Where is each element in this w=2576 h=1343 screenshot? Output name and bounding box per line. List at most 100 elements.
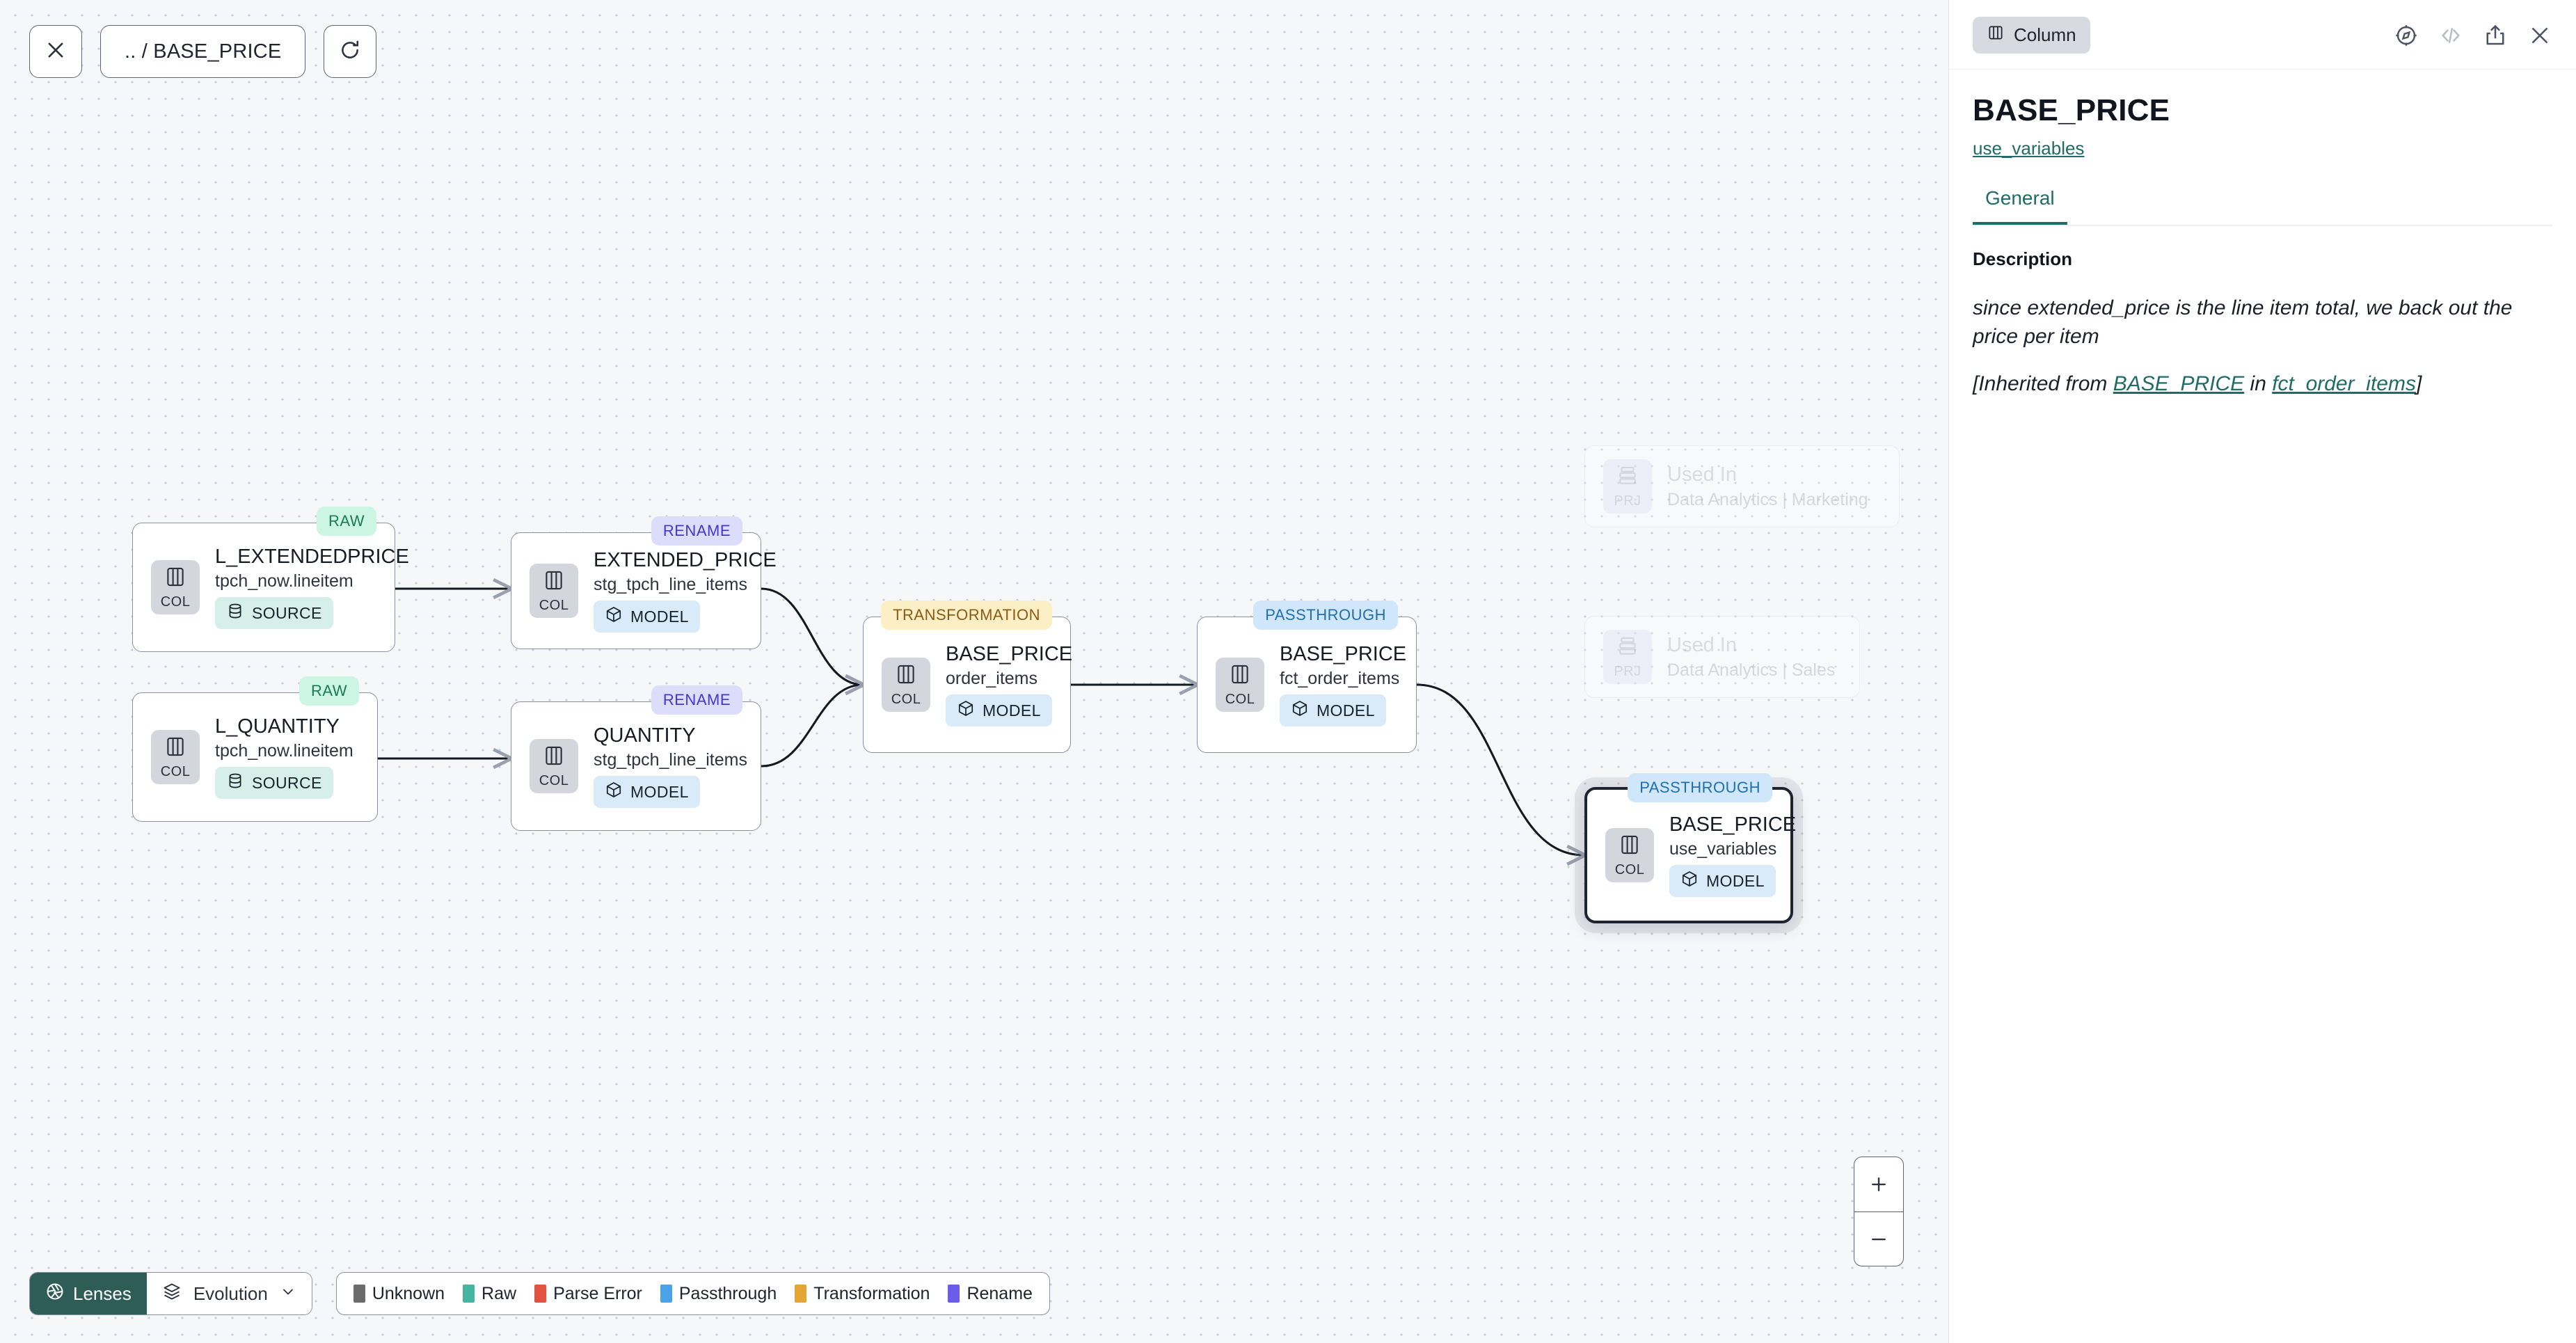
column-icon	[542, 569, 566, 596]
chevron-down-icon	[280, 1283, 296, 1305]
node-tag-rename: RENAME	[651, 685, 742, 715]
description-text: since extended_price is the line item to…	[1973, 296, 2513, 349]
node-kind-badge: PRJ	[1603, 630, 1652, 684]
node-subtitle: tpch_now.lineitem	[215, 741, 353, 761]
inherited-note: [Inherited from BASE_PRICE in fct_order_…	[1973, 369, 2552, 398]
node-title: L_EXTENDEDPRICE	[215, 545, 409, 568]
column-icon	[164, 565, 187, 592]
cube-icon	[1680, 870, 1699, 892]
node-kind-badge: COL	[882, 658, 930, 712]
node-kind-badge: COL	[151, 730, 200, 784]
node-title: BASE_PRICE	[1669, 813, 1797, 836]
legend-item[interactable]: Passthrough	[660, 1284, 777, 1304]
legend-swatch	[353, 1285, 365, 1303]
column-icon	[894, 662, 918, 690]
close-button[interactable]	[29, 25, 82, 78]
node-type-badge: SOURCE	[215, 597, 333, 630]
node-kind-badge: PRJ	[1603, 459, 1652, 514]
column-icon	[1228, 662, 1252, 690]
evolution-dropdown[interactable]: Evolution	[146, 1273, 312, 1314]
close-icon	[44, 38, 67, 65]
entity-type-label: Column	[2014, 24, 2076, 45]
cube-icon	[605, 605, 623, 628]
legend-item[interactable]: Parse Error	[534, 1284, 642, 1304]
legend-label: Rename	[967, 1283, 1033, 1303]
node-subtitle: order_items	[946, 669, 1037, 689]
close-icon[interactable]	[2527, 23, 2552, 48]
legend-label: Passthrough	[678, 1283, 777, 1303]
legend-swatch	[463, 1285, 475, 1303]
cube-icon	[957, 699, 975, 722]
node-kind-badge: COL	[1216, 658, 1264, 712]
node-type-badge: MODEL	[1669, 865, 1776, 898]
lenses-label: Lenses	[73, 1282, 132, 1304]
panel-tabs: General	[1973, 187, 2552, 226]
node-type-badge: MODEL	[594, 601, 700, 633]
legend-label: Transformation	[813, 1283, 930, 1303]
node-kind-badge: COL	[151, 560, 200, 614]
details-panel: Column	[1948, 0, 2576, 1343]
inherited-middle: in	[2244, 372, 2273, 395]
node-tag-raw: RAW	[316, 507, 376, 536]
node-tag-raw: RAW	[299, 676, 359, 706]
breadcrumb[interactable]: .. / BASE_PRICE	[100, 25, 306, 78]
bottom-toolbar: Lenses Evolution Unknown Raw Parse Error Pa…	[29, 1272, 1050, 1315]
evolution-label: Evolution	[193, 1282, 268, 1304]
legend-swatch	[948, 1285, 960, 1303]
refresh-button[interactable]	[324, 25, 377, 78]
inherited-suffix: ]	[2415, 372, 2422, 395]
node-type-label: MODEL	[1706, 871, 1765, 890]
inherited-model-link[interactable]: fct_order_items	[2272, 372, 2416, 395]
inherited-column-link[interactable]: BASE_PRICE	[2113, 372, 2245, 395]
share-icon[interactable]	[2483, 23, 2508, 48]
description-section: Description since extended_price is the …	[1949, 226, 2576, 398]
compass-icon[interactable]	[2394, 23, 2419, 48]
node-title: QUANTITY	[594, 724, 696, 747]
node-type-badge: MODEL	[594, 776, 700, 809]
column-icon	[542, 744, 566, 771]
code-icon[interactable]	[2438, 23, 2463, 48]
legend-item[interactable]: Unknown	[353, 1284, 445, 1304]
cube-icon	[605, 781, 623, 803]
database-icon	[226, 772, 244, 794]
parent-model-link[interactable]: use_variables	[1973, 138, 2085, 159]
legend-swatch	[660, 1285, 672, 1303]
legend-item[interactable]: Transformation	[795, 1284, 930, 1304]
node-title: Used In	[1667, 634, 1737, 657]
legend-label: Unknown	[372, 1283, 445, 1303]
zoom-out-button[interactable]	[1854, 1211, 1903, 1266]
node-type-label: SOURCE	[252, 603, 322, 622]
legend: Unknown Raw Parse Error Passthrough Transfor…	[335, 1272, 1050, 1315]
breadcrumb-label: .. / BASE_PRICE	[125, 40, 282, 63]
node-title: BASE_PRICE	[946, 642, 1073, 665]
legend-item[interactable]: Raw	[463, 1284, 516, 1304]
node-kind-badge: COL	[1605, 828, 1654, 882]
node-type-badge: MODEL	[946, 694, 1052, 727]
page-title: BASE_PRICE	[1973, 93, 2170, 127]
node-subtitle: stg_tpch_line_items	[594, 575, 747, 595]
description-label: Description	[1973, 248, 2073, 269]
tab-general[interactable]: General	[1973, 187, 2067, 225]
lenses-button[interactable]: Lenses	[30, 1273, 147, 1314]
inherited-prefix: [Inherited from	[1973, 372, 2113, 395]
zoom-in-button[interactable]	[1854, 1157, 1903, 1211]
node-type-label: MODEL	[630, 782, 689, 801]
legend-label: Parse Error	[553, 1283, 642, 1303]
panel-title-block: BASE_PRICE use_variables	[1949, 70, 2576, 159]
canvas-toolbar: .. / BASE_PRICE	[29, 25, 377, 78]
legend-item[interactable]: Rename	[948, 1284, 1033, 1304]
node-type-badge: SOURCE	[215, 767, 333, 800]
